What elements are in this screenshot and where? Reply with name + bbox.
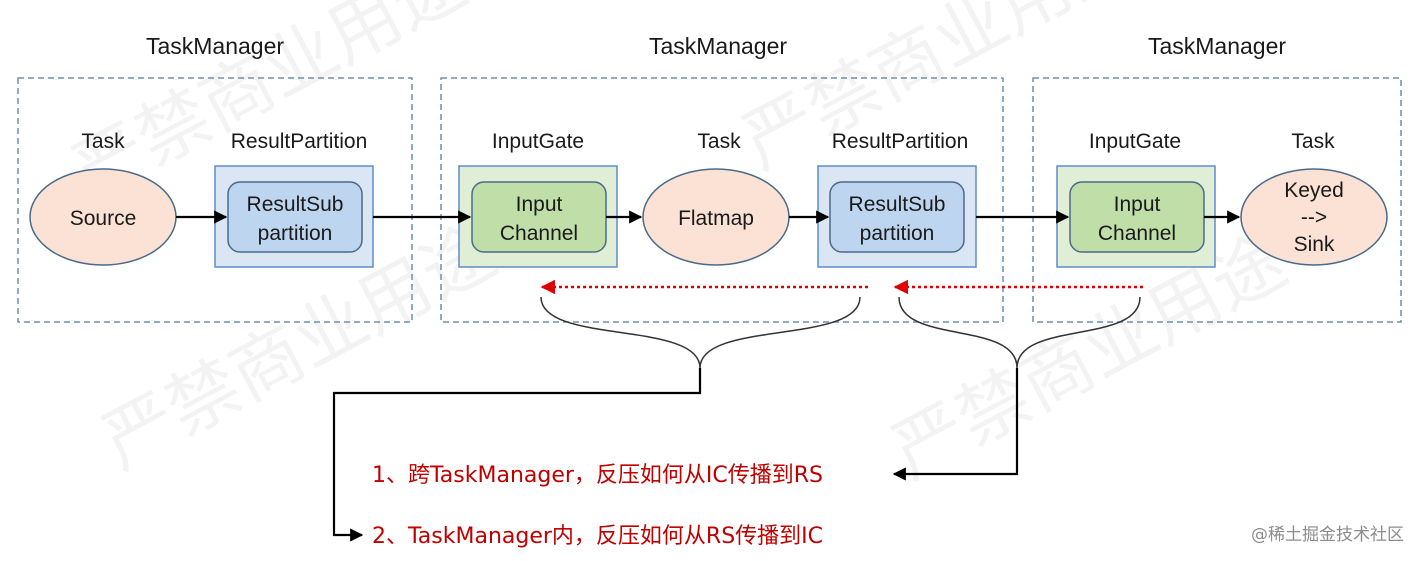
taskmanager-box-1 <box>17 77 413 323</box>
connector-right <box>892 368 1019 481</box>
result-partition-label-2: ResultPartition <box>832 130 969 153</box>
source-label: Source <box>70 207 137 230</box>
result-subpartition-1-line1: ResultSub <box>247 193 344 216</box>
question-2: 2、TaskManager内，反压如何从RS传播到IC <box>372 524 823 549</box>
brace-left <box>540 296 861 369</box>
question-1: 1、跨TaskManager，反压如何从IC传播到RS <box>372 463 823 488</box>
taskmanager-title-1: TaskManager <box>146 33 284 59</box>
keyed-sink-node <box>1240 168 1388 266</box>
input-gate-label-2: InputGate <box>1089 130 1181 153</box>
result-subpartition-2-line2: partition <box>860 222 935 245</box>
result-subpartition-1-line2: partition <box>258 222 333 245</box>
input-gate-label-1: InputGate <box>492 130 584 153</box>
result-subpartition-node-1 <box>227 181 363 253</box>
task-label-2: Task <box>697 130 741 153</box>
taskmanager-box-3 <box>1032 77 1402 323</box>
task-label-3: Task <box>1291 130 1335 153</box>
result-partition-label-1: ResultPartition <box>231 130 368 153</box>
input-channel-2-line2: Channel <box>1098 222 1176 245</box>
input-channel-2-line1: Input <box>1114 193 1161 216</box>
taskmanager-title-3: TaskManager <box>1148 33 1286 59</box>
keyed-sink-line1: Keyed <box>1284 179 1344 202</box>
taskmanager-box-2 <box>440 77 1004 323</box>
input-channel-1-line1: Input <box>516 193 563 216</box>
watermark-3: 严禁商业用途 <box>729 0 1150 185</box>
site-credit: @稀土掘金技术社区 <box>1251 525 1404 545</box>
task-label-1: Task <box>81 130 125 153</box>
flatmap-label: Flatmap <box>678 207 754 230</box>
connector-left <box>332 368 702 542</box>
input-channel-1-line2: Channel <box>500 222 578 245</box>
result-subpartition-node-2 <box>829 181 965 253</box>
keyed-sink-line2: --> <box>1301 206 1327 229</box>
result-subpartition-2-line1: ResultSub <box>849 193 946 216</box>
taskmanager-title-2: TaskManager <box>649 33 787 59</box>
keyed-sink-line3: Sink <box>1294 233 1335 256</box>
